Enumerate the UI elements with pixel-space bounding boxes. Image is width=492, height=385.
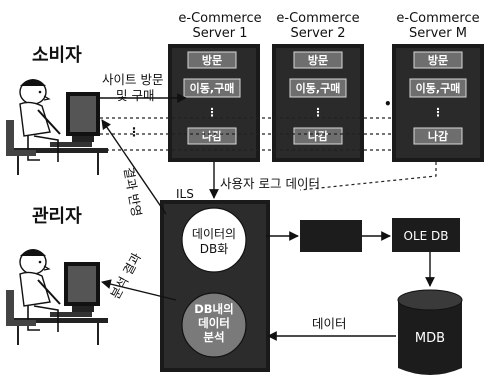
server-2-browse-buy-label: 이동,구매: [296, 81, 341, 95]
server-2-box: 방문 이동,구매 ⋮ 나감: [272, 44, 364, 162]
consumer-figure-icon: [6, 79, 108, 175]
server-m-title-line1: e-Commerce: [396, 11, 479, 26]
data-provider-box: [300, 220, 362, 252]
server-1-dots: ⋮: [207, 106, 218, 119]
server-1-exit-label: 나감: [202, 129, 222, 143]
consumer-link-dots: ⋮: [128, 125, 140, 139]
analysis-result-label: 분석 결과: [107, 250, 144, 302]
result-feedback-label: 결과 반영: [121, 166, 144, 218]
consumer-label: 소비자: [32, 45, 82, 66]
server-2-visit-label: 방문: [308, 53, 328, 67]
user-log-dashed-line: [300, 162, 436, 190]
user-log-label: 사용자 로그 데이터: [220, 176, 320, 191]
data-analysis-line1: DB내의: [194, 302, 233, 316]
data-analysis-line3: 분석: [203, 330, 224, 344]
server-m-box: 방문 이동,구매 ⋮ 나감: [392, 44, 484, 162]
admin-label: 관리자: [32, 206, 82, 227]
data-label: 데이터: [312, 316, 347, 331]
data-analysis-line2: 데이터: [198, 316, 230, 330]
site-visit-label-line1: 사이트 방문: [102, 72, 163, 87]
mdb-cylinder-icon: MDB: [398, 290, 462, 375]
server-2-dots: ⋮: [313, 106, 324, 119]
server-m-exit-label: 나감: [428, 129, 448, 143]
site-visit-label-line2: 및 구매: [116, 88, 154, 103]
server-1-browse-buy-label: 이동,구매: [190, 81, 235, 95]
server-m-visit-label: 방문: [428, 53, 448, 67]
server-2-title-line1: e-Commerce: [276, 11, 359, 26]
ole-db-label: OLE DB: [404, 229, 449, 243]
db-conversion-line2: DB화: [200, 242, 229, 256]
server-2-exit-label: 나감: [308, 129, 328, 143]
ils-box: 데이터의 DB화 DB내의 데이터 분석: [160, 200, 270, 372]
mdb-label: MDB: [415, 331, 445, 346]
server-m-dots: ⋮: [433, 106, 444, 119]
server-1-visit-label: 방문: [202, 53, 222, 67]
server-1-title-line1: e-Commerce: [178, 11, 261, 26]
ils-label: ILS: [176, 187, 194, 201]
server-1-box: 방문 이동,구매 ⋮ 나감: [168, 44, 260, 162]
server-m-browse-buy-label: 이동,구매: [416, 81, 461, 95]
db-conversion-line1: 데이터의: [192, 227, 236, 241]
server-1-title-line2: Server 1: [192, 26, 247, 41]
server-m-title-line2: Server M: [409, 26, 467, 41]
admin-figure-icon: [6, 249, 108, 345]
server-2-title-line2: Server 2: [290, 26, 345, 41]
